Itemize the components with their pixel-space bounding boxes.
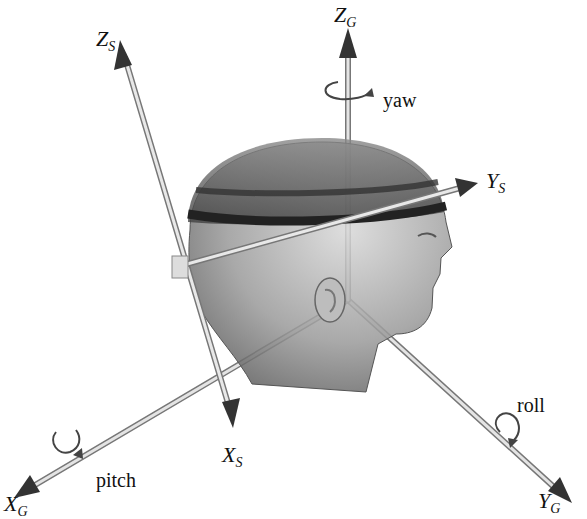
rotation-label: yaw <box>383 90 416 110</box>
axis-label: XG <box>4 493 28 515</box>
rotation-label: roll <box>517 395 545 415</box>
axis-label: ZS <box>96 28 115 50</box>
axis-label: ZG <box>334 4 356 26</box>
axis-label: XS <box>222 444 242 466</box>
axis-label: YS <box>486 170 505 192</box>
rotation-label: pitch <box>96 470 136 490</box>
axis-label: YG <box>538 490 560 512</box>
